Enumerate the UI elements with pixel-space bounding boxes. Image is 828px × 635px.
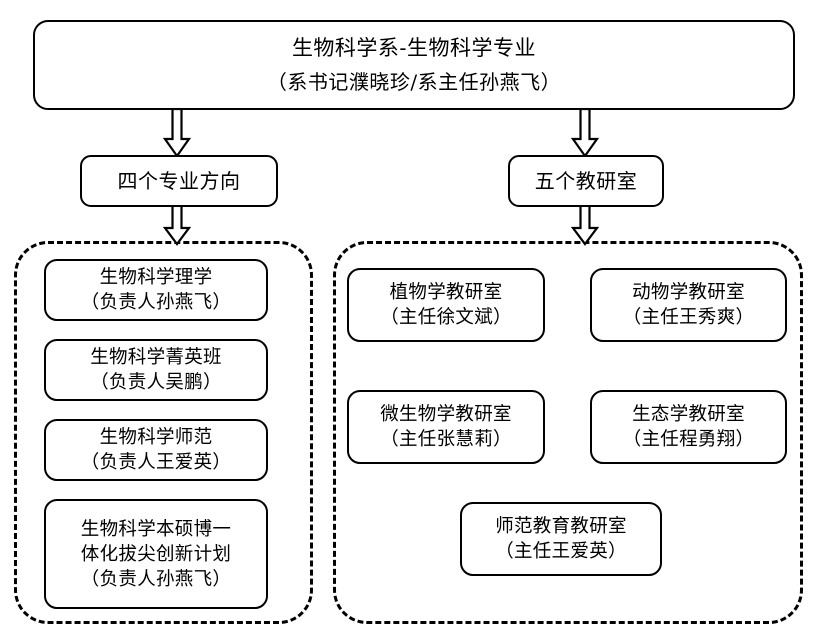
card-direction-teacher-training: 生物科学师范 （负责人王爱英） [44,419,268,481]
root-node-department: 生物科学系-生物科学专业 （系书记濮晓珍/系主任孙燕飞） [33,20,795,110]
card-title: 生物科学师范 [99,427,213,448]
card-title: 生物科学理学 [99,267,213,288]
card-lead: （主任张慧莉） [380,429,512,450]
card-lead: （主任王秀爽） [622,307,755,328]
root-node-title: 生物科学系-生物科学专业 [291,36,537,60]
card-direction-elite-class: 生物科学菁英班 （负责人吴鹏） [44,339,268,401]
card-office-ecology: 生态学教研室 （主任程勇翔） [590,390,787,464]
card-office-teacher-education: 师范教育教研室 （主任王爱英） [460,502,662,576]
down-block-arrow-root-to-directions [162,108,192,158]
root-node-subtitle: （系书记濮晓珍/系主任孙燕飞） [266,70,562,94]
group-container-four-directions [14,241,313,624]
card-lead: （负责人孙燕飞） [80,568,232,590]
branch-node-four-directions: 四个专业方向 [80,155,278,207]
card-lead: （主任徐文斌） [380,307,512,328]
card-office-microbiology: 微生物学教研室 （主任张慧莉） [347,390,545,464]
card-direction-integrated-innovation: 生物科学本硕博一 体化拔尖创新计划 （负责人孙燕飞） [44,499,268,609]
down-block-arrow-root-to-offices [570,108,600,158]
card-lead: （负责人孙燕飞） [80,292,232,313]
card-office-botany: 植物学教研室 （主任徐文斌） [347,268,545,342]
branch-offices-label: 五个教研室 [534,169,638,193]
group-container-five-offices [333,241,803,624]
card-title-line2: 体化拔尖创新计划 [80,543,232,565]
branch-node-five-offices: 五个教研室 [508,155,664,207]
card-lead: （主任王爱英） [495,541,627,562]
card-office-zoology: 动物学教研室 （主任王秀爽） [590,268,787,342]
card-lead: （负责人吴鹏） [90,372,222,393]
down-block-arrow-offices-to-group [570,204,600,246]
card-title: 生态学教研室 [632,404,745,425]
card-title: 微生物学教研室 [380,404,512,425]
card-direction-science-theory: 生物科学理学 （负责人孙燕飞） [44,259,268,321]
card-title: 师范教育教研室 [495,516,627,537]
down-block-arrow-directions-to-group [162,204,192,246]
card-title-line1: 生物科学本硕博一 [80,518,232,540]
card-lead: （主任程勇翔） [622,429,755,450]
card-title: 生物科学菁英班 [90,347,222,368]
card-title: 植物学教研室 [389,282,503,303]
card-lead: （负责人王爱英） [80,452,232,473]
branch-directions-label: 四个专业方向 [117,169,241,193]
card-title: 动物学教研室 [632,282,745,303]
